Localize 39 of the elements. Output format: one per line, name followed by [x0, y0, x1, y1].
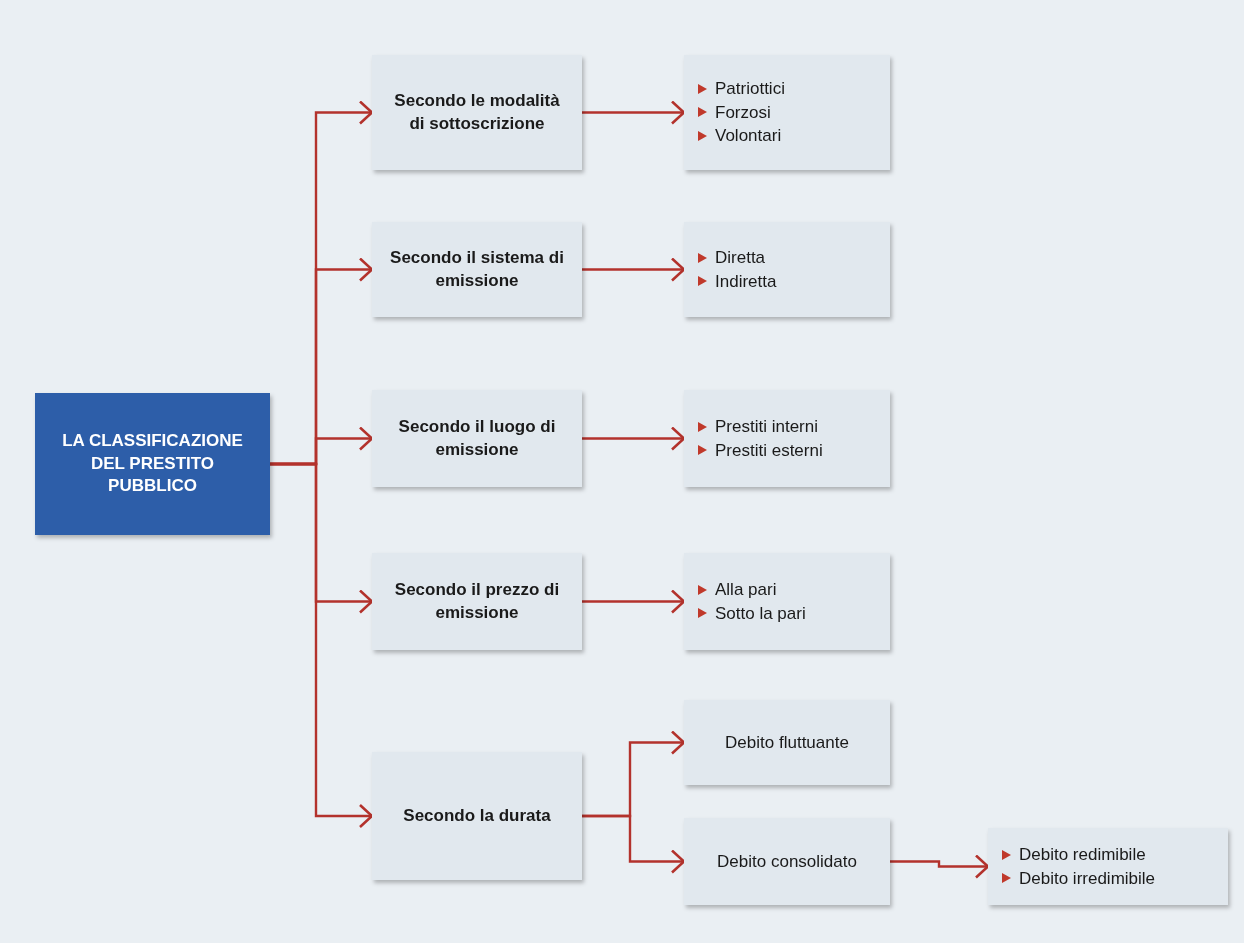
arrow [582, 426, 686, 451]
list-item: Volontari [715, 125, 782, 148]
list-box [684, 55, 890, 170]
arrow [582, 100, 686, 125]
category-box [372, 222, 582, 317]
arrow [582, 589, 686, 614]
list-item: Patriottici [715, 77, 785, 100]
list-item: Debito irredimibile [1019, 867, 1156, 890]
list-item: Prestiti esterni [715, 439, 823, 462]
title-text: LA CLASSIFICAZIONE DEL PRESTITO PUBBLICO [61, 429, 244, 498]
list-item: Debito redimibile [1019, 843, 1146, 866]
box-label: Secondo il prezzo di emissione [393, 578, 561, 624]
category-box [372, 390, 582, 487]
category-box [372, 553, 582, 650]
category-box [372, 752, 582, 880]
title-box [35, 393, 270, 535]
arrow [582, 814, 686, 874]
box-label: Debito consolidato [717, 851, 857, 872]
category-box [372, 55, 582, 170]
list-box [988, 828, 1228, 905]
box-label: Secondo le modalità di sottoscrizione [393, 89, 561, 135]
arrow [270, 462, 374, 829]
box-label: Debito fluttuante [725, 732, 849, 753]
category-box [684, 818, 890, 905]
list-item: Diretta [715, 246, 766, 269]
box-label: Secondo il sistema di emissione [389, 246, 565, 292]
box-label: Secondo la durata [403, 804, 551, 827]
arrow [582, 257, 686, 282]
list-item: Forzosi [715, 101, 771, 124]
list-box [684, 390, 890, 487]
list-item: Indiretta [715, 270, 777, 293]
list-item: Sotto la pari [715, 602, 806, 625]
category-box [684, 700, 890, 785]
arrow [890, 854, 990, 879]
list-item: Prestiti interni [715, 415, 818, 438]
list-item: Alla pari [715, 578, 777, 601]
list-box [684, 553, 890, 650]
list-box [684, 222, 890, 317]
box-label: Secondo il luogo di emissione [397, 415, 557, 461]
